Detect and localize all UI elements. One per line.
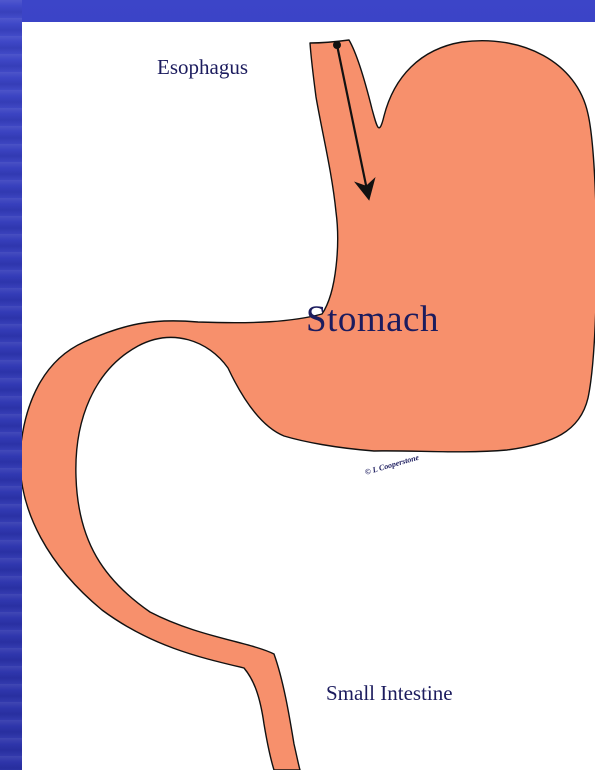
esophagus-label: Esophagus xyxy=(157,55,248,80)
small-intestine-label: Small Intestine xyxy=(326,681,453,706)
digestive-tract-diagram xyxy=(22,22,595,770)
stomach-intestine-shape xyxy=(22,40,595,770)
arrow-start-dot xyxy=(333,41,341,49)
diagram-panel: Esophagus Stomach Small Intestine © L Co… xyxy=(22,22,595,770)
stomach-label: Stomach xyxy=(306,298,439,341)
